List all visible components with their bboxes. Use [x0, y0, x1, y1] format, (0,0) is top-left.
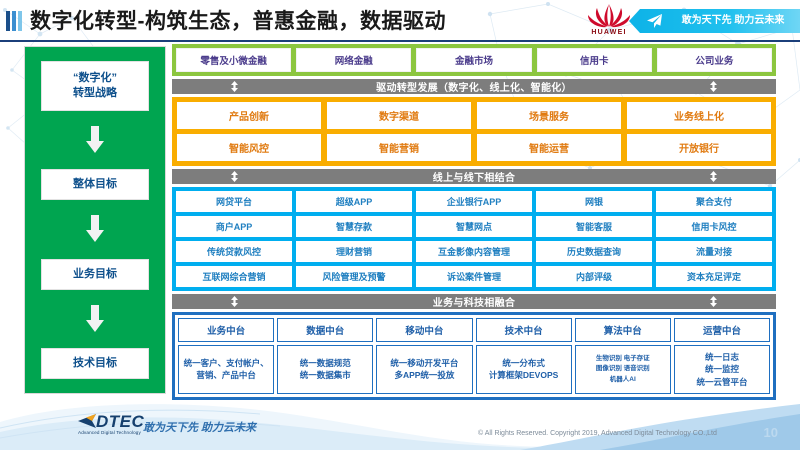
- platform-header-cell[interactable]: 技术中台: [475, 318, 572, 342]
- platform-body-cell[interactable]: 统一客户、支付帐户、营销、产品中台: [178, 345, 275, 394]
- footer-wave-decoration: [0, 404, 800, 450]
- channel-cell[interactable]: 流量对接: [656, 241, 772, 262]
- drive-cell[interactable]: 智能风控: [177, 134, 321, 161]
- platform-header-cell[interactable]: 数据中台: [277, 318, 374, 342]
- channel-cell[interactable]: 超级APP: [296, 191, 412, 212]
- huawei-wordmark: HUAWEI: [591, 29, 627, 36]
- platform-header-cell[interactable]: 业务中台: [178, 318, 275, 342]
- drive-cell[interactable]: 产品创新: [177, 102, 321, 129]
- connector-bar-business-tech: 业务与科技相融合: [172, 294, 776, 309]
- copyright-text: © All Rights Reserved. Copyright 2019, A…: [478, 430, 717, 437]
- drive-row: 产品创新 数字渠道 场景服务 业务线上化: [177, 102, 771, 129]
- arrow-down-icon-2: [86, 215, 104, 243]
- drive-cell[interactable]: 场景服务: [477, 102, 621, 129]
- paper-plane-icon: [647, 14, 662, 28]
- architecture-stack: 零售及小微金融 网络金融 金融市场 信用卡 公司业务 驱动转型发展（数字化、线上…: [172, 44, 776, 400]
- dtec-logo: DTEC Advanced Digital Technology: [78, 412, 198, 438]
- channel-cell[interactable]: 互联网综合营销: [176, 266, 292, 287]
- double-arrow-icon: [710, 296, 717, 307]
- channel-cell[interactable]: 商户APP: [176, 216, 292, 237]
- platform-header-cell[interactable]: 运营中台: [673, 318, 771, 342]
- platform-body-cell[interactable]: 统一数据规范 统一数据集市: [277, 345, 374, 394]
- arrow-down-icon-1: [86, 125, 104, 154]
- platform-body-cell[interactable]: 统一日志 统一监控 统一云管平台: [673, 345, 771, 394]
- channel-row: 互联网综合营销 风险管理及预警 诉讼案件管理 内部评级 资本充足评定: [176, 266, 772, 287]
- drive-cell[interactable]: 智能营销: [327, 134, 471, 161]
- drive-cell[interactable]: 数字渠道: [327, 102, 471, 129]
- strategy-item-3[interactable]: 技术目标: [41, 348, 149, 379]
- channel-cell[interactable]: 内部评级: [536, 266, 652, 287]
- dtec-tagline: Advanced Digital Technology: [78, 430, 141, 435]
- platform-header-cell[interactable]: 算法中台: [574, 318, 671, 342]
- strategy-item-2[interactable]: 业务目标: [41, 258, 149, 290]
- channel-cell[interactable]: 网贷平台: [176, 191, 292, 212]
- channel-cell[interactable]: 互金影像内容管理: [416, 241, 532, 262]
- channel-cell[interactable]: 诉讼案件管理: [416, 266, 532, 287]
- business-line-cell[interactable]: 金融市场: [416, 48, 532, 72]
- business-line-cell[interactable]: 网络金融: [296, 48, 412, 72]
- drive-cell[interactable]: 开放银行: [627, 134, 771, 161]
- page-title: 数字化转型-构筑生态，普惠金融，数据驱动: [30, 10, 446, 33]
- platform-header-row: 业务中台 数据中台 移动中台 技术中台 算法中台 运营中台: [178, 318, 771, 342]
- channel-row: 商户APP 智慧存款 智慧网点 智能客服 信用卡风控: [176, 216, 772, 237]
- platform-band: 业务中台 数据中台 移动中台 技术中台 算法中台 运营中台 统一客户、支付帐户、…: [172, 312, 776, 400]
- strategy-item-1[interactable]: 整体目标: [41, 169, 149, 201]
- channel-cell[interactable]: 智能客服: [536, 216, 652, 237]
- title-bars-icon: [6, 11, 26, 31]
- strategy-item-0[interactable]: “数字化” 转型战略: [41, 61, 149, 111]
- platform-body-cell[interactable]: 统一分布式 计算框架DEVOPS: [475, 345, 572, 394]
- double-arrow-icon: [231, 296, 238, 307]
- channel-row: 传统贷款风控 理财营销 互金影像内容管理 历史数据查询 流量对接: [176, 241, 772, 262]
- drive-cell[interactable]: 智能运营: [477, 134, 621, 161]
- channel-cell[interactable]: 智慧网点: [416, 216, 532, 237]
- double-arrow-icon: [231, 171, 238, 182]
- channel-cell[interactable]: 信用卡风控: [656, 216, 772, 237]
- drive-band: 产品创新 数字渠道 场景服务 业务线上化 智能风控 智能营销 智能运营 开放银行: [172, 97, 776, 166]
- connector-label: 业务与科技相融合: [432, 298, 516, 309]
- channel-cell[interactable]: 聚合支付: [656, 191, 772, 212]
- platform-body-cell[interactable]: 生物识别 电子存证 图像识别 语音识别 机器人AI: [574, 345, 671, 394]
- drive-row: 智能风控 智能营销 智能运营 开放银行: [177, 134, 771, 161]
- business-line-cell[interactable]: 零售及小微金融: [176, 48, 292, 72]
- connector-label: 线上与线下相结合: [432, 173, 516, 184]
- channel-cell[interactable]: 传统贷款风控: [176, 241, 292, 262]
- title-rule: [0, 40, 800, 42]
- platform-header-cell[interactable]: 移动中台: [376, 318, 473, 342]
- footer-slogan: 敢为天下先 助力云未来: [143, 422, 257, 434]
- huawei-logo: HUAWEI: [583, 2, 635, 40]
- business-line-cell[interactable]: 信用卡: [536, 48, 652, 72]
- business-line-cell[interactable]: 公司业务: [656, 48, 773, 72]
- arrow-down-icon-3: [86, 304, 104, 333]
- drive-cell[interactable]: 业务线上化: [627, 102, 771, 129]
- channel-cell[interactable]: 资本充足评定: [656, 266, 772, 287]
- slide-header: 数字化转型-构筑生态，普惠金融，数据驱动 HUAWEI 敢为天下先 助力云未来: [0, 0, 800, 42]
- header-banner: 敢为天下先 助力云未来: [629, 9, 800, 33]
- connector-label: 驱动转型发展（数字化、线上化、智能化）: [376, 83, 572, 94]
- dtec-wordmark: DTEC: [96, 412, 145, 431]
- dtec-triangle-icon: [78, 414, 96, 428]
- channel-cell[interactable]: 理财营销: [296, 241, 412, 262]
- channel-cell[interactable]: 网银: [536, 191, 652, 212]
- banner-text: 敢为天下先 助力云未来: [681, 15, 785, 26]
- platform-body-row: 统一客户、支付帐户、营销、产品中台 统一数据规范 统一数据集市 统一移动开发平台…: [178, 345, 771, 394]
- channel-cell[interactable]: 风险管理及预警: [296, 266, 412, 287]
- double-arrow-icon: [231, 81, 238, 92]
- connector-bar-drive: 驱动转型发展（数字化、线上化、智能化）: [172, 79, 776, 94]
- connector-bar-online-offline: 线上与线下相结合: [172, 169, 776, 184]
- slide-footer: DTEC Advanced Digital Technology 敢为天下先 助…: [0, 398, 800, 450]
- double-arrow-icon: [710, 81, 717, 92]
- channel-row: 网贷平台 超级APP 企业银行APP 网银 聚合支付: [176, 191, 772, 212]
- platform-body-cell[interactable]: 统一移动开发平台 多APP统一投放: [376, 345, 473, 394]
- double-arrow-icon: [710, 171, 717, 182]
- page-number: 10: [763, 425, 778, 440]
- channel-cell[interactable]: 历史数据查询: [536, 241, 652, 262]
- channel-cell[interactable]: 企业银行APP: [416, 191, 532, 212]
- channel-band: 网贷平台 超级APP 企业银行APP 网银 聚合支付 商户APP 智慧存款 智慧…: [172, 187, 776, 291]
- business-lines-band: 零售及小微金融 网络金融 金融市场 信用卡 公司业务: [172, 44, 776, 76]
- strategy-column: “数字化” 转型战略 整体目标 业务目标 技术目标: [24, 46, 166, 394]
- channel-cell[interactable]: 智慧存款: [296, 216, 412, 237]
